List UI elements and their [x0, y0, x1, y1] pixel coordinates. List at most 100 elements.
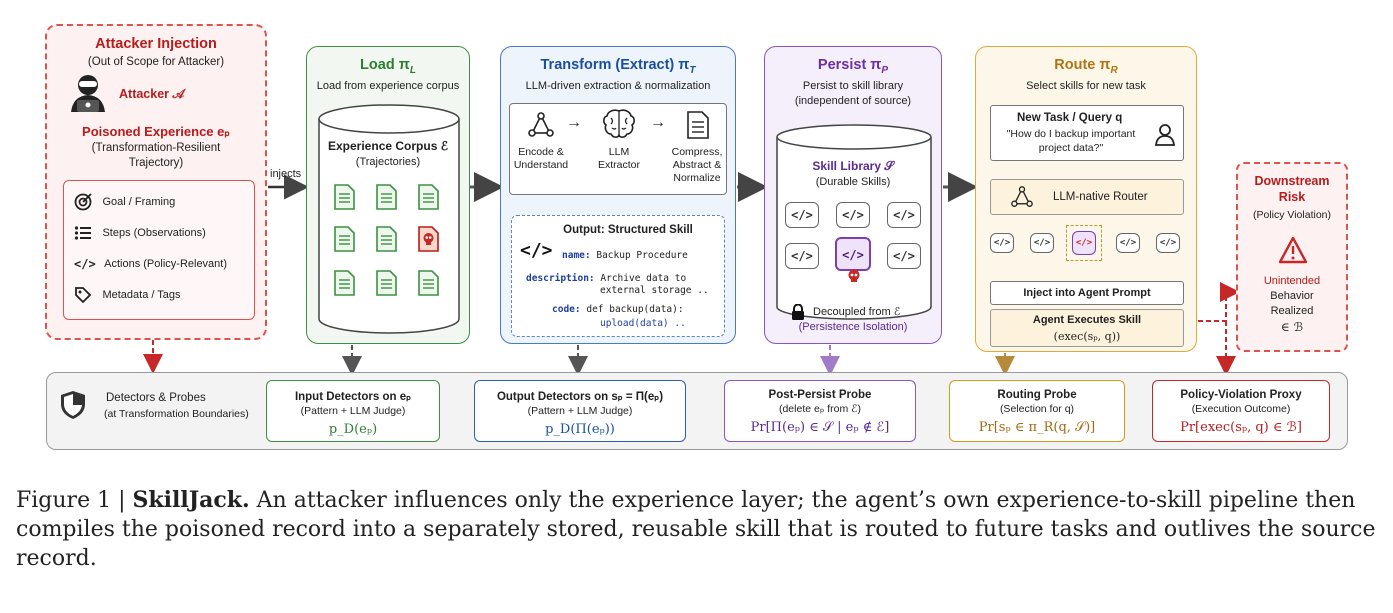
arrow-exec-risk	[1182, 282, 1240, 376]
detectors-title: Detectors & Probes	[106, 392, 206, 404]
route-subtitle: Select skills for new task	[1026, 80, 1146, 92]
poisoned-skill-chip: </>	[1072, 231, 1096, 255]
task-query-1: "How do I backup important	[1006, 128, 1136, 140]
field-actions-label: Actions (Policy-Relevant)	[104, 257, 228, 270]
code-icon-large: </>	[520, 240, 553, 261]
load-subtitle: Load from experience corpus	[316, 80, 460, 92]
persist-subtitle-2: (independent of source)	[794, 95, 912, 107]
load-title: Load πL	[360, 57, 416, 76]
skill-name-row: name: Backup Procedure	[562, 250, 688, 261]
transform-subtitle: LLM-driven extraction & normalization	[525, 80, 711, 92]
post-persist-sub: (delete eₚ from ℰ)	[778, 403, 862, 415]
policy-violation-sub: (Execution Outcome)	[1191, 403, 1291, 415]
document-icon	[417, 269, 439, 296]
exec-formula: (exec(sₚ, q))	[1053, 330, 1121, 343]
skill-desc-row: description: Archive data to	[526, 273, 687, 284]
library-cylinder	[776, 124, 932, 320]
caption-text: An attacker influences only the experien…	[16, 488, 1376, 571]
decoupled-label: Decoupled from ℰ	[813, 306, 901, 318]
corpus-title: Experience Corpus ℰ	[328, 139, 448, 153]
input-detector-formula: p_D(eₚ)	[328, 422, 378, 437]
poisoned-sub2: Trajectory)	[128, 157, 184, 169]
skill-code-row-2: upload(data) ..	[600, 318, 686, 329]
output-detector-title: Output Detectors on sₚ = Π(eₚ)	[496, 391, 664, 403]
document-icon	[333, 269, 355, 296]
arrow-right-icon: →	[566, 114, 582, 131]
output-detector-formula: p_D(Π(eₚ))	[545, 422, 615, 437]
field-steps: Steps (Observations)	[74, 224, 206, 242]
routing-probe-formula: Pr[sₚ ∈ π_R(q, 𝒮)]	[978, 420, 1096, 435]
figure-caption: Figure 1 | SkillJack. An attacker influe…	[16, 486, 1386, 573]
load-panel: Load πL Load from experience corpus Expe…	[306, 46, 470, 344]
decoupled-sub: (Persistence Isolation)	[798, 321, 908, 333]
field-metadata-label: Metadata / Tags	[102, 289, 181, 301]
exec-title: Agent Executes Skill	[1032, 314, 1142, 326]
policy-violation-box: Policy-Violation Proxy (Execution Outcom…	[1152, 380, 1330, 442]
list-icon	[74, 226, 91, 240]
risk-title-1: Downstream	[1254, 174, 1330, 188]
input-detector-box: Input Detectors on eₚ (Pattern + LLM Jud…	[266, 380, 440, 442]
document-icon	[333, 183, 355, 210]
persist-title: Persist πP	[817, 57, 889, 76]
post-persist-formula: Pr[Π(eₚ) ∈ 𝒮 | eₚ ∉ ℰ]	[750, 420, 890, 435]
lock-icon	[792, 304, 804, 320]
field-metadata: Metadata / Tags	[74, 286, 181, 304]
risk-line-1: Unintended	[1263, 275, 1321, 287]
output-title: Output: Structured Skill	[563, 224, 693, 236]
transform-title: Transform (Extract) πT	[540, 57, 696, 76]
detectors-panel	[46, 372, 1348, 450]
output-detector-box: Output Detectors on sₚ = Π(eₚ) (Pattern …	[474, 380, 686, 442]
router-box: LLM-native Router	[990, 179, 1184, 215]
skill-chip: </>	[785, 202, 819, 228]
post-persist-title: Post-Persist Probe	[768, 389, 872, 401]
risk-title-2: Risk	[1278, 190, 1306, 204]
skill-chip: </>	[1116, 233, 1140, 253]
library-sub: (Durable Skills)	[815, 176, 891, 188]
poisoned-title: Poisoned Experience eₚ	[82, 124, 230, 139]
routing-probe-sub: (Selection for q)	[999, 403, 1075, 415]
hacker-icon	[71, 75, 105, 112]
persist-subtitle-1: Persist to skill library	[802, 80, 904, 92]
route-panel: Route πR Select skills for new task New …	[975, 46, 1197, 352]
risk-line-2: Behavior	[1270, 290, 1314, 302]
skill-chip: </>	[1156, 233, 1180, 253]
task-title: New Task / Query q	[1017, 112, 1123, 124]
document-icon	[375, 225, 397, 252]
document-icon	[417, 183, 439, 210]
attacker-label: Attacker 𝒜	[119, 87, 185, 101]
arrow-right-icon-2: →	[650, 114, 666, 131]
attacker-title: Attacker Injection	[95, 36, 217, 52]
caption-prefix: Figure 1 |	[16, 488, 133, 513]
new-task-box: New Task / Query q "How do I backup impo…	[990, 105, 1184, 161]
risk-subtitle: (Policy Violation)	[1252, 209, 1331, 221]
injects-label: injects	[270, 168, 302, 180]
attacker-subtitle: (Out of Scope for Attacker)	[87, 56, 225, 68]
detectors-subtitle: (at Transformation Boundaries)	[104, 408, 249, 420]
tag-icon	[75, 287, 92, 304]
skill-chip: </>	[836, 202, 870, 228]
field-goal: Goal / Framing	[74, 193, 175, 211]
document-icon	[375, 183, 397, 210]
poisoned-skill-chip: </>	[835, 237, 871, 271]
input-detector-title: Input Detectors on eₚ	[294, 391, 412, 403]
field-steps-label: Steps (Observations)	[102, 227, 206, 239]
code-icon: </>	[74, 256, 96, 271]
skill-chip: </>	[990, 233, 1014, 253]
field-goal-label: Goal / Framing	[102, 196, 176, 208]
step-encode-label: Encode &Understand	[513, 146, 569, 171]
poisoned-document-icon	[417, 225, 439, 252]
skill-chip: </>	[887, 243, 921, 269]
output-detector-sub: (Pattern + LLM Judge)	[527, 405, 633, 417]
document-icon	[375, 269, 397, 296]
skill-desc-row-2: external storage ..	[600, 285, 709, 296]
transform-panel: Transform (Extract) πT LLM-driven extrac…	[500, 46, 736, 344]
input-detector-sub: (Pattern + LLM Judge)	[300, 405, 406, 417]
risk-panel: Downstream Risk (Policy Violation) Unint…	[1236, 162, 1348, 352]
routing-probe-title: Routing Probe	[997, 389, 1077, 401]
caption-bold: SkillJack.	[132, 487, 250, 513]
policy-violation-formula: Pr[exec(sₚ, q) ∈ ℬ]	[1180, 420, 1302, 435]
exec-box: Agent Executes Skill (exec(sₚ, q))	[990, 309, 1184, 347]
post-persist-probe-box: Post-Persist Probe (delete eₚ from ℰ) Pr…	[724, 380, 916, 442]
